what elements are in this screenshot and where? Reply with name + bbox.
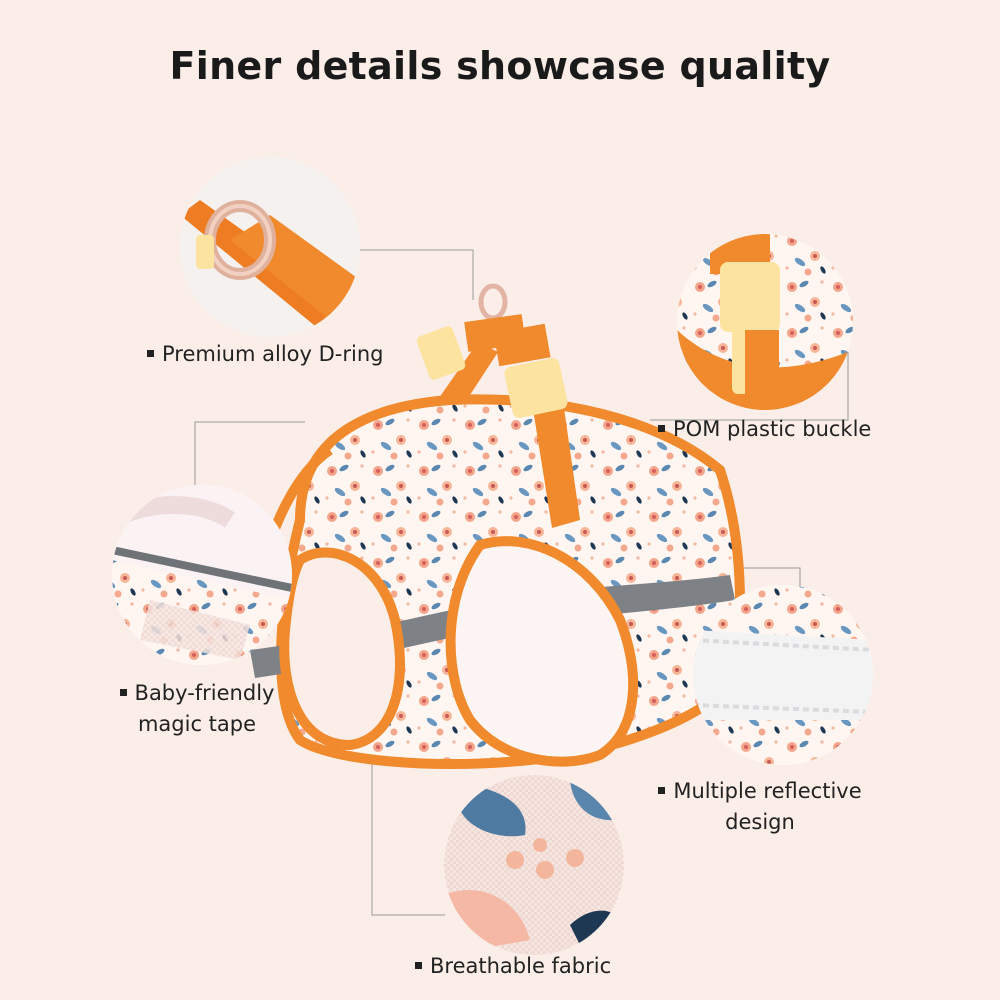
label-magic-tape: Baby-friendly magic tape xyxy=(112,678,282,740)
detail-circle-buckle xyxy=(677,234,853,410)
detail-circle-reflective xyxy=(693,585,873,765)
detail-circle-magic-tape xyxy=(112,485,292,665)
label-d-ring: Premium alloy D-ring xyxy=(147,339,383,370)
label-reflective: Multiple reflective design xyxy=(650,776,870,838)
bullet-icon xyxy=(658,424,665,432)
bullet-icon xyxy=(147,349,154,357)
bullet-icon xyxy=(119,688,127,696)
label-fabric: Breathable fabric xyxy=(415,951,611,982)
connector-lines xyxy=(194,249,849,916)
bullet-icon xyxy=(658,786,666,794)
label-buckle: POM plastic buckle xyxy=(658,414,871,445)
detail-circle-d-ring xyxy=(180,157,360,337)
bullet-icon xyxy=(415,961,422,969)
detail-circle-fabric xyxy=(444,775,624,955)
page-title: Finer details showcase quality xyxy=(169,44,831,88)
